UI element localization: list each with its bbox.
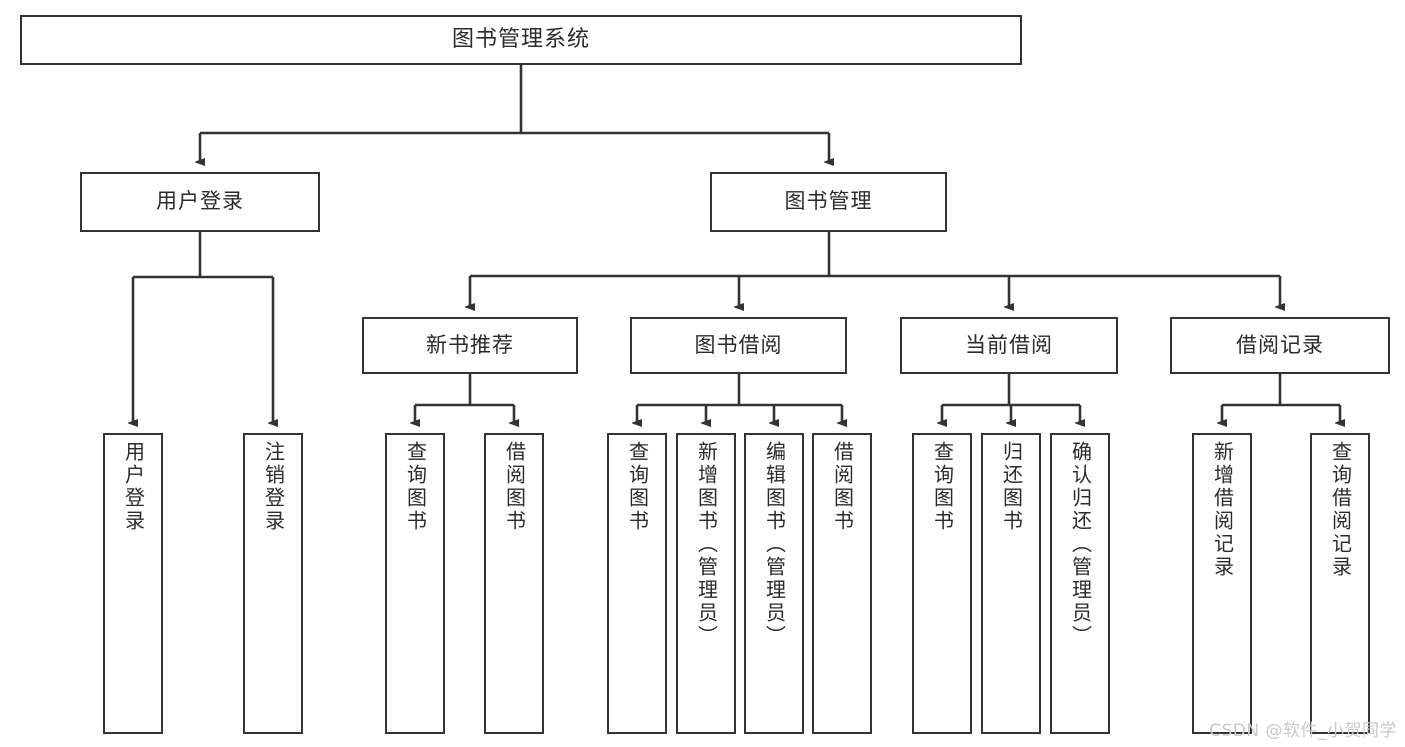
node-label: 查询图书 bbox=[930, 441, 955, 533]
node-label: 编辑图书（管理员） bbox=[762, 441, 787, 648]
leaf-query-book-current[interactable]: 查询图书 bbox=[912, 433, 972, 734]
node-label: 新增借阅记录 bbox=[1210, 441, 1235, 579]
leaf-add-borrow-record[interactable]: 新增借阅记录 bbox=[1192, 433, 1252, 734]
leaf-query-borrow-record[interactable]: 查询借阅记录 bbox=[1310, 433, 1370, 734]
node-label: 图书管理系统 bbox=[451, 26, 590, 52]
leaf-query-book-recommend[interactable]: 查询图书 bbox=[385, 433, 445, 734]
node-label: 归还图书 bbox=[999, 441, 1024, 533]
node-label: 查询图书 bbox=[403, 441, 428, 533]
watermark: CSDN @软件_小贺同学 bbox=[1209, 721, 1397, 741]
node-label: 查询借阅记录 bbox=[1328, 441, 1353, 579]
node-level2-book-management[interactable]: 图书管理 bbox=[710, 172, 947, 232]
leaf-confirm-return-admin[interactable]: 确认归还（管理员） bbox=[1050, 433, 1110, 734]
node-label: 图书借阅 bbox=[694, 332, 783, 357]
leaf-user-login[interactable]: 用户登录 bbox=[103, 433, 163, 734]
leaf-query-book-borrow[interactable]: 查询图书 bbox=[607, 433, 667, 734]
node-label: 用户登录 bbox=[156, 189, 244, 214]
node-label: 借阅图书 bbox=[830, 441, 855, 533]
node-level2-user-login[interactable]: 用户登录 bbox=[80, 172, 320, 232]
node-label: 新书推荐 bbox=[426, 332, 514, 357]
leaf-return-book[interactable]: 归还图书 bbox=[981, 433, 1041, 734]
leaf-logout[interactable]: 注销登录 bbox=[243, 433, 303, 734]
node-level3-current-borrow[interactable]: 当前借阅 bbox=[900, 317, 1118, 374]
node-level3-borrow-records[interactable]: 借阅记录 bbox=[1170, 317, 1390, 374]
node-label: 当前借阅 bbox=[965, 332, 1053, 357]
node-level3-book-borrow[interactable]: 图书借阅 bbox=[630, 317, 847, 374]
node-label: 图书管理 bbox=[784, 189, 873, 214]
node-label: 用户登录 bbox=[121, 441, 146, 533]
node-label: 确认归还（管理员） bbox=[1068, 441, 1093, 648]
leaf-borrow-book-recommend[interactable]: 借阅图书 bbox=[484, 433, 544, 734]
node-root[interactable]: 图书管理系统 bbox=[20, 15, 1022, 65]
node-label: 借阅图书 bbox=[502, 441, 527, 533]
node-label: 新增图书（管理员） bbox=[694, 441, 719, 648]
node-level3-new-book-recommend[interactable]: 新书推荐 bbox=[362, 317, 578, 374]
leaf-edit-book-admin[interactable]: 编辑图书（管理员） bbox=[744, 433, 804, 734]
node-label: 查询图书 bbox=[625, 441, 650, 533]
node-label: 借阅记录 bbox=[1236, 332, 1324, 357]
leaf-borrow-book[interactable]: 借阅图书 bbox=[812, 433, 872, 734]
leaf-add-book-admin[interactable]: 新增图书（管理员） bbox=[676, 433, 736, 734]
node-label: 注销登录 bbox=[261, 441, 286, 533]
